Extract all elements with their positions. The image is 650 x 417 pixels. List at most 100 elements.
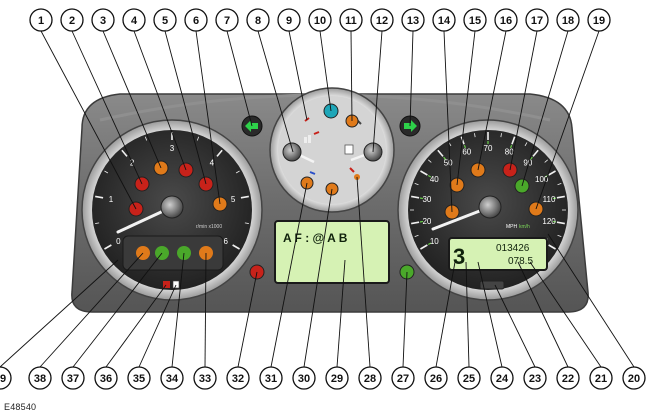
- callout-number-15: 15: [469, 15, 481, 27]
- speedometer-scale-label: 50: [444, 159, 453, 168]
- callout-marker-29: [325, 366, 349, 390]
- speedometer-tick: [420, 170, 428, 176]
- speedometer-tick: [437, 149, 444, 157]
- speedometer-scale-label: 100: [535, 175, 549, 184]
- callout-leader-3: [102, 30, 162, 169]
- callout-leader-4: [133, 30, 187, 171]
- speedometer: 102030405060708090100110120130 MPH km/h: [397, 119, 579, 301]
- speedometer-kmh-tick: [419, 197, 424, 200]
- indicator-lamp-36: [163, 281, 170, 288]
- callout-leader-30: [303, 188, 333, 368]
- temperature-gauge-hub: [282, 142, 302, 162]
- callout-leader-11: [350, 30, 353, 122]
- tachometer-scale-label: 0: [116, 237, 121, 246]
- speedometer-tick: [411, 221, 420, 225]
- callout-leader-12: [372, 30, 383, 153]
- speedometer-kmh-tick: [463, 144, 466, 149]
- callout-number-28: 28: [364, 373, 376, 385]
- tachometer-tick: [235, 170, 240, 174]
- tachometer-tick: [95, 222, 100, 224]
- callout-number-20: 20: [628, 373, 640, 385]
- tachometer-scale-label: 5: [231, 195, 236, 204]
- callout-number-39: 39: [0, 373, 6, 385]
- callout-leader-19: [535, 30, 600, 210]
- tachometer-tick: [121, 149, 128, 157]
- callout-marker-9: [277, 8, 301, 32]
- callout-leader-6: [195, 30, 221, 205]
- callout-leader-21: [529, 261, 602, 368]
- tachometer-tick: [232, 244, 240, 250]
- callout-leader-16: [477, 30, 507, 171]
- speedometer-tick: [556, 195, 565, 199]
- odometer-display: 3 013426 078.5: [448, 237, 548, 290]
- callout-marker-19: [587, 8, 611, 32]
- fuel-pump-icon: [344, 144, 354, 155]
- callout-number-13: 13: [407, 15, 419, 27]
- callout-leader-15: [456, 30, 476, 186]
- callout-marker-20: [622, 366, 646, 390]
- callout-marker-36: [94, 366, 118, 390]
- callout-number-1: 1: [38, 15, 44, 27]
- tachometer-hub: [160, 195, 184, 219]
- center-lcd-text: A F : @ A B: [283, 231, 348, 245]
- speedometer-unit-label: MPH: [506, 224, 518, 230]
- speedometer-scale-label: 60: [462, 148, 471, 157]
- callout-marker-38: [28, 366, 52, 390]
- callout-marker-11: [339, 8, 363, 32]
- speedometer-tick: [420, 244, 428, 250]
- callout-leader-10: [319, 30, 332, 112]
- speedometer-tick: [557, 234, 562, 238]
- tachometer-tick: [104, 244, 112, 250]
- speedometer-scale-label: 10: [430, 237, 439, 246]
- callout-number-24: 24: [496, 373, 509, 385]
- speedometer-tick: [460, 136, 465, 145]
- speedometer-tick: [414, 182, 419, 186]
- callout-leader-18: [521, 30, 569, 187]
- speedometer-tick: [548, 244, 556, 250]
- speedometer-scale-label: 40: [430, 175, 439, 184]
- callout-marker-21: [589, 366, 613, 390]
- tachometer-tick: [216, 149, 223, 157]
- tachometer-tick: [104, 170, 109, 174]
- callout-leader-38: [39, 252, 144, 368]
- callout-marker-12: [370, 8, 394, 32]
- tachometer-tick: [95, 195, 104, 199]
- center-message-display: A F : @ A B: [274, 220, 390, 284]
- callout-marker-28: [358, 366, 382, 390]
- callout-leader-26: [435, 261, 456, 368]
- callout-marker-37: [61, 366, 85, 390]
- arrow-left-icon: [245, 120, 258, 132]
- callout-number-34: 34: [166, 373, 179, 385]
- speedometer-tick: [544, 159, 549, 163]
- speedometer-tick: [557, 182, 562, 186]
- callout-number-17: 17: [531, 15, 543, 27]
- callout-number-10: 10: [314, 15, 326, 27]
- tachometer-tick: [244, 222, 249, 224]
- speedometer-tick: [474, 133, 476, 138]
- speedometer-scale-label: 20: [422, 217, 431, 226]
- speedometer-secondary-unit-label: km/h: [519, 224, 530, 230]
- speedometer-tick: [411, 195, 420, 199]
- arrow-right-icon: [404, 120, 417, 132]
- callout-marker-5: [153, 8, 177, 32]
- callout-leader-34: [171, 252, 185, 368]
- callout-leader-35: [138, 284, 177, 368]
- tachometer-scale-label: 6: [223, 237, 228, 246]
- callout-leader-31: [270, 182, 308, 368]
- callout-leader-7: [226, 30, 253, 127]
- callout-number-18: 18: [562, 15, 574, 27]
- tachometer-tick: [196, 136, 200, 141]
- callout-leader-29: [336, 259, 346, 368]
- speedometer-scale-label: 110: [543, 195, 556, 204]
- left-warning-panel: [122, 235, 224, 271]
- callout-marker-6: [184, 8, 208, 32]
- callout-marker-14: [432, 8, 456, 32]
- tachometer-tick: [240, 195, 249, 199]
- callout-number-16: 16: [500, 15, 512, 27]
- callout-number-5: 5: [162, 15, 168, 27]
- odometer-lcd-screen: [448, 237, 548, 271]
- callout-marker-39: [0, 366, 12, 390]
- callout-leader-28: [356, 176, 371, 368]
- left-lower-panel: [122, 235, 224, 289]
